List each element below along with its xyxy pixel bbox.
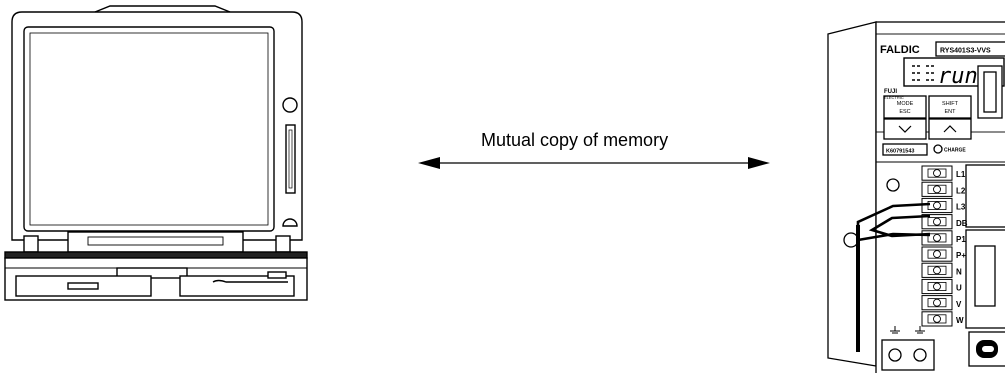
- separator-band: [4, 251, 308, 259]
- terminal-screw-frame: [927, 184, 947, 194]
- terminal-label: L1: [956, 170, 966, 179]
- servo-amplifier-icon: FALDIC RYS401S3-VVS run FUJI ELECTRIC MO…: [827, 21, 1005, 373]
- brand-label: FALDIC: [880, 44, 920, 56]
- terminal-screw-icon: [933, 217, 941, 226]
- mode-label: MODE: [897, 101, 914, 107]
- down-button: [883, 118, 927, 140]
- terminal-label: W: [956, 316, 964, 325]
- terminal-label: N: [956, 267, 962, 276]
- personal-computer-icon: [4, 5, 308, 301]
- chevron-down-icon: [898, 125, 912, 133]
- esc-label: ESC: [899, 109, 910, 115]
- monitor-stand: [67, 231, 244, 253]
- terminal-screw-icon: [933, 201, 941, 210]
- terminal-screw-icon: [933, 314, 941, 323]
- charge-label: CHARGE: [944, 148, 966, 154]
- terminal-screw-frame: [927, 298, 947, 308]
- terminal-label: P1: [956, 235, 966, 244]
- terminal-label: DB: [956, 219, 968, 228]
- terminal-screw-icon: [933, 282, 941, 291]
- dome-button: [282, 218, 298, 227]
- terminal-screw-icon: [933, 233, 941, 242]
- terminal-label: L2: [956, 186, 966, 195]
- drive-slot: [285, 124, 296, 194]
- terminal-screw-frame: [927, 200, 947, 210]
- chevron-up-icon: [943, 125, 957, 133]
- terminal-screw-icon: [933, 298, 941, 307]
- terminal-label: U: [956, 284, 962, 293]
- ent-label: ENT: [945, 109, 957, 115]
- arrow-label: Mutual copy of memory: [481, 130, 668, 150]
- terminal-screw-frame: [927, 217, 947, 227]
- terminal-screw-frame: [927, 233, 947, 243]
- terminal-screw-icon: [933, 250, 941, 259]
- power-knob: [282, 97, 298, 113]
- arrowhead-left: [418, 157, 440, 169]
- terminal-screw-icon: [933, 266, 941, 275]
- floppy-slot: [179, 275, 295, 297]
- terminal-screw-icon: [933, 169, 941, 178]
- amplifier-side: [827, 21, 877, 367]
- comm-connector: [977, 65, 1003, 119]
- terminal-screw-frame: [927, 281, 947, 291]
- maker-line2: ELECTRIC: [884, 95, 904, 100]
- shift-ent-button: [928, 95, 972, 119]
- terminal-screw-frame: [927, 265, 947, 275]
- terminal-screw-icon: [933, 185, 941, 194]
- copy-double-arrow: [418, 157, 770, 169]
- signal-connector: [965, 229, 1005, 329]
- up-button: [928, 118, 972, 140]
- arrowhead-right: [748, 157, 770, 169]
- terminal-label: P+: [956, 251, 966, 260]
- monitor-top-bevel: [94, 5, 231, 13]
- model-label: RYS401S3-VVS: [940, 48, 991, 55]
- shift-label: SHIFT: [942, 101, 959, 107]
- terminal-screw-frame: [927, 168, 947, 178]
- monitor-screen: [23, 26, 275, 232]
- maker-line1: FUJI: [884, 89, 897, 95]
- terminal-screw-frame: [927, 249, 947, 259]
- mode-esc-button: [883, 95, 927, 119]
- display-readout: run: [938, 64, 978, 89]
- terminal-label: V: [956, 300, 962, 309]
- earth-symbols: [890, 326, 925, 334]
- charge-lamp: [933, 144, 943, 154]
- terminal-label: L3: [956, 203, 966, 212]
- terminal-screw-frame: [927, 314, 947, 324]
- display-dashes: [912, 65, 935, 81]
- serial-label: K60791543: [886, 149, 914, 155]
